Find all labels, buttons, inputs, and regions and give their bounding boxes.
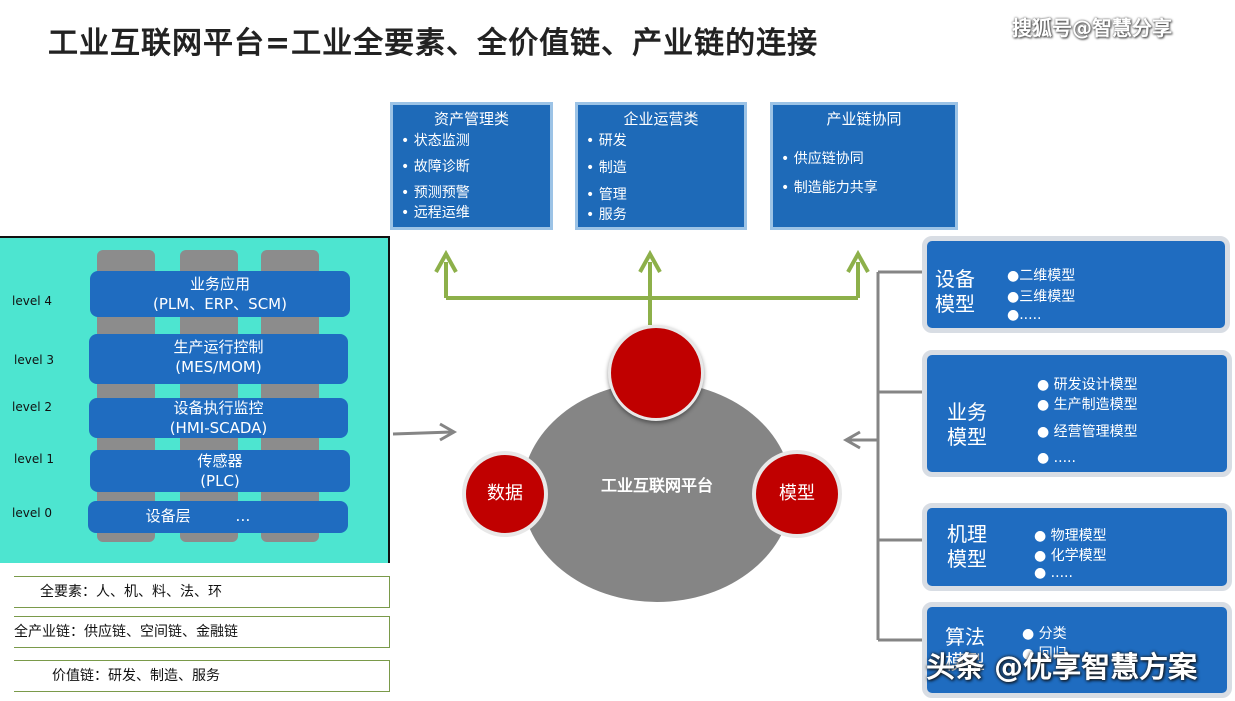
platform-top-circle [608,325,704,421]
model-item: ● 经营管理模型 [1037,424,1138,440]
model-item: ● 分类 [1022,626,1067,642]
model-title-line: 模型 [947,425,987,449]
model-title: 机理 模型 [947,522,987,572]
row-all-elements: 全要素：人、机、料、法、环 [14,576,390,608]
top-box-item: • 远程运维 [401,205,470,221]
gray-arrow-left [392,430,453,436]
model-title-line: 模型 [945,650,985,674]
model-item: ● 化学模型 [1034,548,1107,564]
level-box-3: 生产运行控制 (MES/MOM) [89,334,348,384]
green-arrowhead [638,249,662,273]
model-title-line: 模型 [935,292,975,316]
level-box-subtitle: (MES/MOM) [175,358,262,376]
top-box-operation: 企业运营类 • 研发 • 制造 • 管理 • 服务 [575,102,747,230]
model-box-equipment: 设备 模型 ●二维模型 ●三维模型 ●..... [922,236,1230,333]
level-box-title: 传感器 [197,452,243,470]
model-title: 设备 模型 [935,267,975,317]
level-box-0: 设备层 … [88,501,348,533]
top-box-asset: 资产管理类 • 状态监测 • 故障诊断 • 预测预警 • 远程运维 [390,102,553,230]
top-box-item: • 制造 [586,160,627,176]
model-title-line: 设备 [935,267,975,291]
level-label: level 1 [14,452,54,466]
model-item: ●二维模型 [1007,268,1076,284]
top-box-item: • 故障诊断 [401,159,470,175]
top-box-title: 企业运营类 [623,110,699,128]
green-arrowhead [846,249,870,273]
level-box-2: 设备执行监控 (HMI-SCADA) [89,398,348,438]
model-item: ● 物理模型 [1034,528,1107,544]
row-industry-chain: 全产业链：供应链、空间链、金融链 [14,616,390,648]
level-box-4: 业务应用 (PLM、ERP、SCM) [90,271,350,317]
model-title-line: 机理 [947,522,987,546]
model-item: ● 研发设计模型 [1037,377,1138,393]
model-title-line: 算法 [945,625,985,649]
model-title: 业务 模型 [947,400,987,450]
level-label: level 0 [12,506,52,520]
top-box-item: • 制造能力共享 [781,180,878,196]
top-box-item: • 预测预警 [401,185,470,201]
level-box-subtitle: (HMI-SCADA) [169,419,268,437]
top-box-chain: 产业链协同 • 供应链协同 • 制造能力共享 [770,102,958,230]
data-circle: 数据 [462,451,548,537]
level-box-subtitle: (PLM、ERP、SCM) [153,295,287,313]
top-box-item: • 管理 [586,187,627,203]
model-item: ● 回归 [1022,646,1067,662]
watermark-top: 搜狐号@智慧分享 [1012,16,1172,40]
model-title-line: 业务 [947,400,987,424]
platform-label: 工业互联网平台 [600,476,713,495]
level-box-1: 传感器 (PLC) [90,450,350,492]
level-label: level 4 [12,294,52,308]
model-box-algorithm: 算法 模型 ● 分类 ● 回归 [922,602,1232,698]
model-box-mechanism: 机理 模型 ● 物理模型 ● 化学模型 ● ..... [922,503,1232,591]
top-box-title: 资产管理类 [433,110,509,128]
gray-arrowhead [439,422,458,442]
page-title: 工业互联网平台=工业全要素、全价值链、产业链的连接 [48,26,819,61]
top-box-item: • 供应链协同 [781,151,864,167]
model-item: ● 生产制造模型 [1037,397,1138,413]
top-box-title: 产业链协同 [826,110,902,128]
model-item: ● ..... [1034,565,1073,581]
level-label: level 2 [12,400,52,414]
model-title: 算法 模型 [945,625,985,675]
top-box-item: • 服务 [586,207,627,223]
model-item: ● ..... [1037,450,1076,466]
gray-arrowhead [842,430,861,450]
level-box-title: 业务应用 [189,275,250,293]
model-box-business: 业务 模型 ● 研发设计模型 ● 生产制造模型 ● 经营管理模型 ● ..... [922,350,1232,477]
green-arrowhead [434,249,458,273]
watermark-bottom: 头条 @优享智慧方案 [926,650,1198,684]
level-box-ellipsis: … [235,507,251,525]
row-value-chain: 价值链：研发、制造、服务 [14,660,390,692]
model-circle: 模型 [752,450,842,538]
model-title-line: 模型 [947,547,987,571]
model-item: ●..... [1007,307,1042,323]
top-box-item: • 研发 [586,133,627,149]
top-box-item: • 状态监测 [401,133,470,149]
level-box-subtitle: (PLC) [200,472,240,490]
level-box-title: 生产运行控制 [173,338,264,356]
level-box-title: 设备执行监控 [173,399,264,417]
level-box-title: 设备层 [145,507,191,525]
model-item: ●三维模型 [1007,289,1076,305]
level-label: level 3 [14,353,54,367]
